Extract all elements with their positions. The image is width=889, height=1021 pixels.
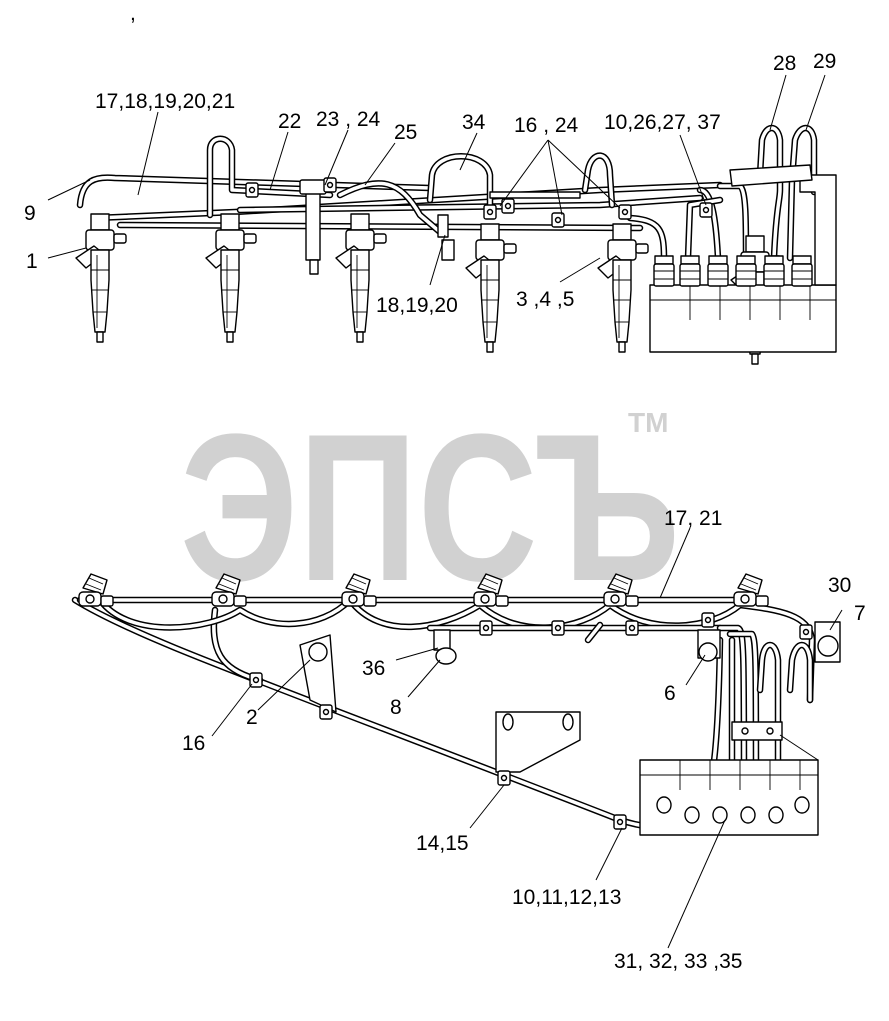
callout-3-4-5: 3 ,4 ,5 xyxy=(516,288,574,311)
callout-22: 22 xyxy=(278,110,301,133)
callout-14-15: 14,15 xyxy=(416,832,469,855)
watermark-logo: ЭПСЪ TM xyxy=(180,390,680,625)
callout-30: 30 xyxy=(828,574,851,597)
callout-8: 8 xyxy=(390,696,402,719)
top-view-assembly xyxy=(75,124,837,365)
callout-16-bottom: 16 xyxy=(182,732,205,755)
callout-31-32-33-35: 31, 32, 33 ,35 xyxy=(614,950,742,973)
callout-25: 25 xyxy=(394,121,417,144)
callout-29: 29 xyxy=(813,50,836,73)
bottom-view-assembly xyxy=(71,573,841,836)
callout-1: 1 xyxy=(26,250,38,273)
callout-34: 34 xyxy=(462,111,486,134)
callout-36: 36 xyxy=(362,657,385,680)
callout-23-24: 23 , 24 xyxy=(316,108,381,131)
watermark-text: ЭПСЪ xyxy=(180,390,680,625)
callout-7: 7 xyxy=(854,602,866,625)
callout-9: 9 xyxy=(24,202,36,225)
callout-18-19-20: 18,19,20 xyxy=(376,294,458,317)
watermark-trademark: TM xyxy=(628,407,668,438)
callout-16-24: 16 , 24 xyxy=(514,114,579,137)
callout-10-26-27-37: 10,26,27, 37 xyxy=(604,111,721,134)
callout-2: 2 xyxy=(246,706,258,729)
callout-28: 28 xyxy=(773,52,796,75)
callout-6: 6 xyxy=(664,682,676,705)
callout-10-11-12-13: 10,11,12,13 xyxy=(512,886,621,909)
part-callout-labels: 17,18,19,20,21 22 23 , 24 25 34 16 , 24 … xyxy=(24,2,866,973)
callout-17-21: 17, 21 xyxy=(664,507,722,530)
leader-lines xyxy=(47,74,843,949)
callout-17-18-19-20-21: 17,18,19,20,21 xyxy=(95,90,235,113)
stray-mark: , xyxy=(130,2,136,25)
